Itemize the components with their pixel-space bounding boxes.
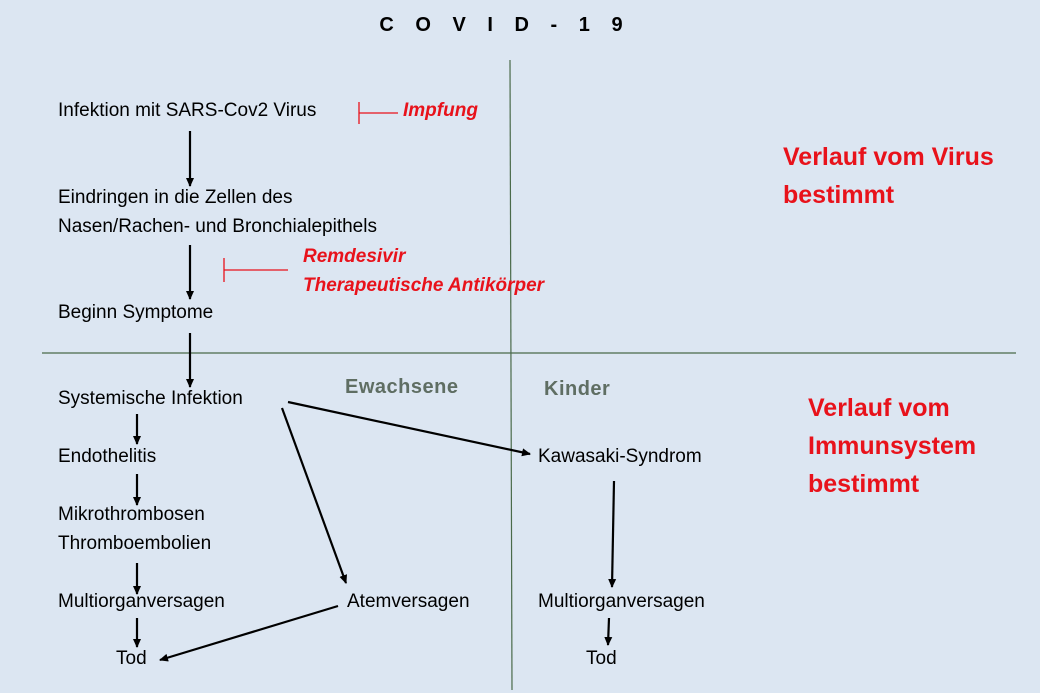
node-beginn-symptome: Beginn Symptome (58, 302, 214, 323)
arrow-systemisch-kawasaki (287, 400, 531, 457)
node-tod-right: Tod (586, 648, 617, 669)
arrow-multiorgan-tod-right (604, 617, 613, 646)
remdesivir-inhibitor (223, 258, 288, 282)
inhibitor-impfung: Impfung (403, 100, 478, 121)
arrow-kawasaki-multiorgan (608, 480, 617, 588)
node-tod-left: Tod (116, 648, 147, 669)
quadrant-immun-line1: Verlauf vom (808, 394, 950, 422)
impfung-inhibitor (358, 102, 398, 124)
group-label-kinder: Kinder (544, 378, 611, 400)
node-mikrothrombosen: Mikrothrombosen (58, 504, 205, 525)
node-multiorganversagen-right: Multiorganversagen (538, 591, 705, 612)
node-eindringen-line1: Eindringen in die Zellen des (58, 187, 293, 208)
inhibitor-antikoerper: Therapeutische Antikörper (303, 275, 545, 296)
quadrant-immun-line3: bestimmt (808, 470, 920, 498)
diagram-title: C O V I D - 1 9 (379, 14, 631, 36)
arrow-atemversagen-tod (159, 604, 339, 662)
inhibitor-remdesivir: Remdesivir (303, 246, 406, 267)
node-systemische-infektion: Systemische Infektion (58, 388, 243, 409)
node-infektion: Infektion mit SARS-Cov2 Virus (58, 100, 317, 121)
quadrant-virus-line1: Verlauf vom Virus (783, 143, 994, 171)
node-multiorganversagen-left: Multiorganversagen (58, 591, 225, 612)
group-label-erwachsene: Ewachsene (345, 376, 459, 398)
node-endothelitis: Endothelitis (58, 446, 157, 467)
vertical-divider (509, 59, 513, 691)
node-thromboembolien: Thromboembolien (58, 533, 212, 554)
arrow-systemisch-atemversagen (280, 407, 348, 584)
node-atemversagen: Atemversagen (347, 591, 470, 612)
node-eindringen-line2: Nasen/Rachen- und Bronchialepithels (58, 216, 377, 237)
node-kawasaki-syndrom: Kawasaki-Syndrom (538, 446, 702, 467)
quadrant-virus-line2: bestimmt (783, 181, 895, 209)
quadrant-immun-line2: Immunsystem (808, 432, 977, 460)
